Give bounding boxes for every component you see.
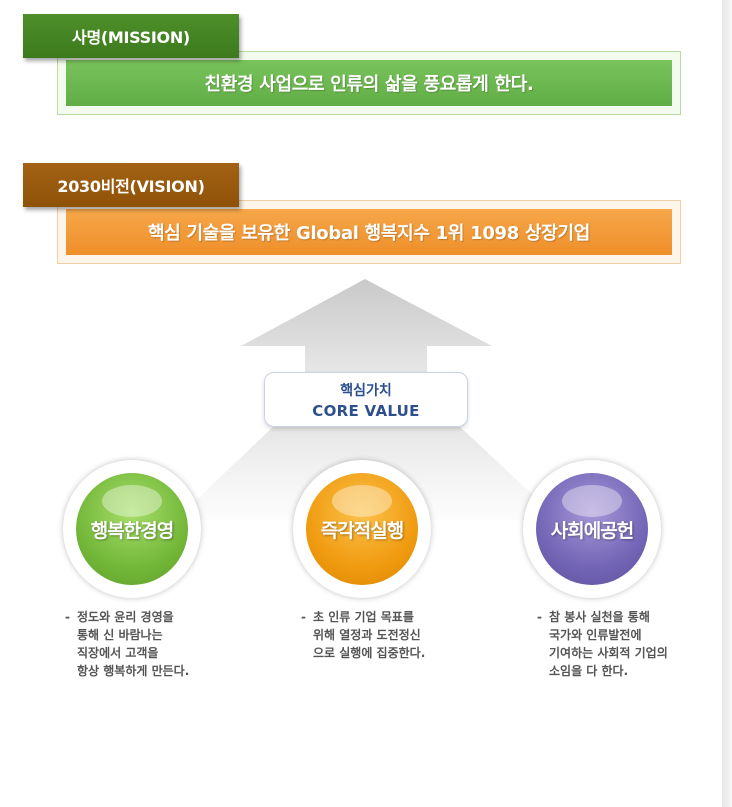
description-line: 참 봉사 실천을 통해 — [549, 610, 650, 624]
arrow-up-shape — [241, 279, 492, 380]
mission-statement: 친환경 사업으로 인류의 삶을 풍요롭게 한다. — [66, 60, 672, 106]
description-line: 으로 실행에 집중한다. — [313, 646, 426, 660]
right-edge-bar — [722, 0, 732, 807]
description-line: 직장에서 고객을 — [77, 646, 159, 660]
core-value-subtitle: CORE VALUE — [312, 401, 420, 420]
value-description-social-contribution: - 참 봉사 실천을 통해 국가와 인류발전에 기여하는 사회적 기업의 소임을… — [537, 608, 717, 680]
description-line: 기여하는 사회적 기업의 — [549, 646, 668, 660]
description-line: 항상 행복하게 만든다. — [77, 664, 190, 678]
value-description-immediate-action: - 초 인류 기업 목표를 위해 열정과 도전정신 으로 실행에 집중한다. — [301, 608, 471, 662]
value-circle-immediate-action: 즉각적실행 — [293, 460, 431, 598]
value-name: 행복한경영 — [90, 519, 174, 542]
description-line: 정도와 윤리 경영을 — [77, 610, 174, 624]
vision-frame: 핵심 기술을 보유한 Global 행복지수 1위 1098 상장기업 — [57, 200, 681, 264]
value-name: 즉각적실행 — [320, 519, 404, 542]
list-dash: - — [537, 610, 542, 624]
vision-label: 2030비전(VISION) — [23, 163, 239, 207]
description-line: 통해 신 바람나는 — [77, 628, 163, 642]
description-line: 소임을 다 한다. — [549, 664, 629, 678]
mission-frame: 친환경 사업으로 인류의 삶을 풍요롭게 한다. — [57, 51, 681, 115]
list-dash: - — [301, 610, 306, 624]
vision-statement: 핵심 기술을 보유한 Global 행복지수 1위 1098 상장기업 — [66, 209, 672, 255]
core-value-title: 핵심가치 — [340, 382, 392, 399]
description-line: 위해 열정과 도전정신 — [313, 628, 421, 642]
value-circle-happy-management: 행복한경영 — [63, 460, 201, 598]
description-line: 초 인류 기업 목표를 — [313, 610, 414, 624]
description-line: 국가와 인류발전에 — [549, 628, 642, 642]
value-name: 사회에공헌 — [550, 519, 634, 542]
core-value-box: 핵심가치 CORE VALUE — [264, 372, 468, 427]
mission-label: 사명(MISSION) — [23, 14, 239, 58]
value-description-happy-management: - 정도와 윤리 경영을 통해 신 바람나는 직장에서 고객을 항상 행복하게 … — [65, 608, 235, 680]
value-circle-social-contribution: 사회에공헌 — [523, 460, 661, 598]
list-dash: - — [65, 610, 70, 624]
